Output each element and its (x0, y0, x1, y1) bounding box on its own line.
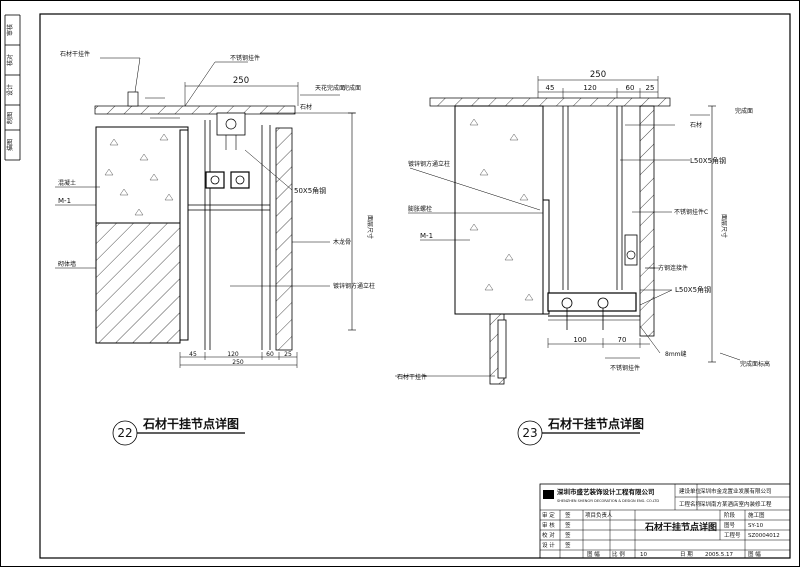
dim-22-part-3: 60 (266, 351, 274, 358)
detail-22-title: 石材干挂节点详图 (142, 416, 239, 431)
dim-top-22: 250 (233, 76, 249, 86)
row-3-val: 签 (565, 531, 571, 539)
left-margin-strip: 审核 核对 设计 制图 描图 (4, 14, 21, 161)
label-23-hanger: 不锈钢挂件C (674, 208, 708, 216)
label-22-anchor-top: 不锈钢挂件 (230, 54, 260, 62)
dim-23-part-4: 25 (646, 84, 655, 92)
label-23-elevation: 面层尺寸 (720, 214, 728, 238)
sheet-value: 图 幅 (587, 550, 600, 558)
stage-label: 阶段 (724, 511, 736, 519)
detail-22: 250 45 120 60 25 250 石材干挂件 不锈钢挂件 天花完成面 (55, 50, 375, 446)
label-22-ceiling: 天花完成面 (315, 84, 345, 92)
client-label: 建设单位 (679, 487, 702, 495)
detail-23: 250 45 120 60 25 100 70 石材 L50X5角钢 不锈钢挂件… (395, 70, 770, 446)
label-23-post: 镀锌钢方通立柱 (408, 160, 450, 168)
detail-23-title: 石材干挂节点详图 (547, 416, 644, 431)
job-no-value: SZ0004012 (748, 533, 780, 539)
label-23-stone-hanger: 石材干挂件 (397, 373, 427, 381)
label-22-elevation: 面层尺寸 (366, 215, 374, 239)
title-block: 深圳市盛艺装饰设计工程有限公司 SHENZHEN SHENGYI DECORAT… (539, 483, 791, 559)
job-no-label: 工程号 (724, 531, 741, 539)
dim-22-part-4: 25 (284, 351, 292, 358)
row-2-key: 审 核 (542, 521, 555, 529)
label-23-gap: 8mm缝 (665, 350, 687, 358)
dim-22-part-2: 120 (227, 351, 239, 358)
detail-23-number: 23 (522, 426, 537, 440)
company-logo (543, 490, 554, 499)
client-value: 深圳市金龙置业发展有限公司 (700, 487, 772, 495)
label-23-ceiling: 完成面标高 (740, 360, 770, 368)
drawing-no-label: 图号 (724, 521, 736, 529)
row-1-key: 审 定 (542, 511, 555, 519)
drawing-no-value: SY-10 (748, 523, 764, 529)
detail-22-number: 22 (117, 426, 132, 440)
row-4-key: 设 计 (542, 541, 555, 549)
date-value: 2005.5.17 (705, 552, 733, 558)
label-23-stone: 石材 (690, 121, 702, 129)
company-name: 深圳市盛艺装饰设计工程有限公司 (557, 487, 655, 496)
dim-22-total: 250 (232, 359, 244, 366)
label-22-m1: M-1 (58, 197, 71, 205)
label-23-angle1: L50X5角钢 (690, 156, 726, 165)
margin-label-4: 制图 (6, 112, 14, 124)
project-value: 深圳南方某酒店室内装修工程 (700, 500, 772, 508)
dim-23-part-1: 45 (546, 84, 555, 92)
label-23-angle2: L50X5角钢 (675, 285, 711, 294)
label-23-m1: M-1 (420, 232, 433, 240)
stage-value: 施工图 (748, 511, 765, 519)
label-22-concrete: 混凝土 (58, 179, 76, 187)
label-23-anchor: 膨胀螺栓 (408, 205, 432, 213)
row-3-key: 校 对 (542, 531, 555, 539)
label-22-frame: 木龙骨 (333, 238, 351, 246)
label-22-angle: 50X5角钢 (294, 186, 326, 195)
label-22-wall: 砌体墙 (58, 260, 76, 268)
label-22-stone-hanger: 石材干挂件 (60, 50, 90, 58)
margin-label-2: 核对 (6, 54, 14, 66)
dim-23-part-2: 120 (583, 84, 596, 92)
margin-label-1: 审核 (6, 24, 14, 36)
row-1-val: 签 (565, 511, 571, 519)
label-23-bolt: 方钢连接件 (658, 264, 688, 272)
project-label: 工程名称 (679, 500, 702, 508)
scale-value: 10 (640, 552, 647, 558)
label-23-finish: 完成面 (735, 107, 753, 115)
label-23-hanger2: 不锈钢挂件 (610, 364, 640, 372)
row-2-val: 签 (565, 521, 571, 529)
date-label: 日 期 (680, 551, 693, 558)
drawing-border (39, 13, 791, 559)
label-22-finish: 完成面 (343, 84, 361, 92)
label-22-post: 镀锌钢方通立柱 (333, 282, 375, 290)
company-en: SHENZHEN SHENGYI DECORATION & DESIGN ENG… (557, 499, 659, 503)
label-22-stone: 石材 (300, 103, 312, 111)
row-4-val: 签 (565, 541, 571, 549)
owner-label: 项目负责人 (585, 511, 613, 519)
dim-22-part-1: 45 (189, 351, 197, 358)
dim-top-23: 250 (590, 70, 606, 80)
dim-23-bottom-1: 100 (573, 336, 586, 344)
margin-label-3: 设计 (6, 84, 14, 96)
margin-label-5: 描图 (6, 139, 14, 151)
drawing-title: 石材干挂节点详图 (644, 521, 717, 533)
scale-label: 比 例 (612, 550, 625, 558)
dim-23-part-3: 60 (626, 84, 635, 92)
sheet-label: 图 幅 (748, 550, 761, 558)
dim-23-bottom-2: 70 (618, 336, 627, 344)
